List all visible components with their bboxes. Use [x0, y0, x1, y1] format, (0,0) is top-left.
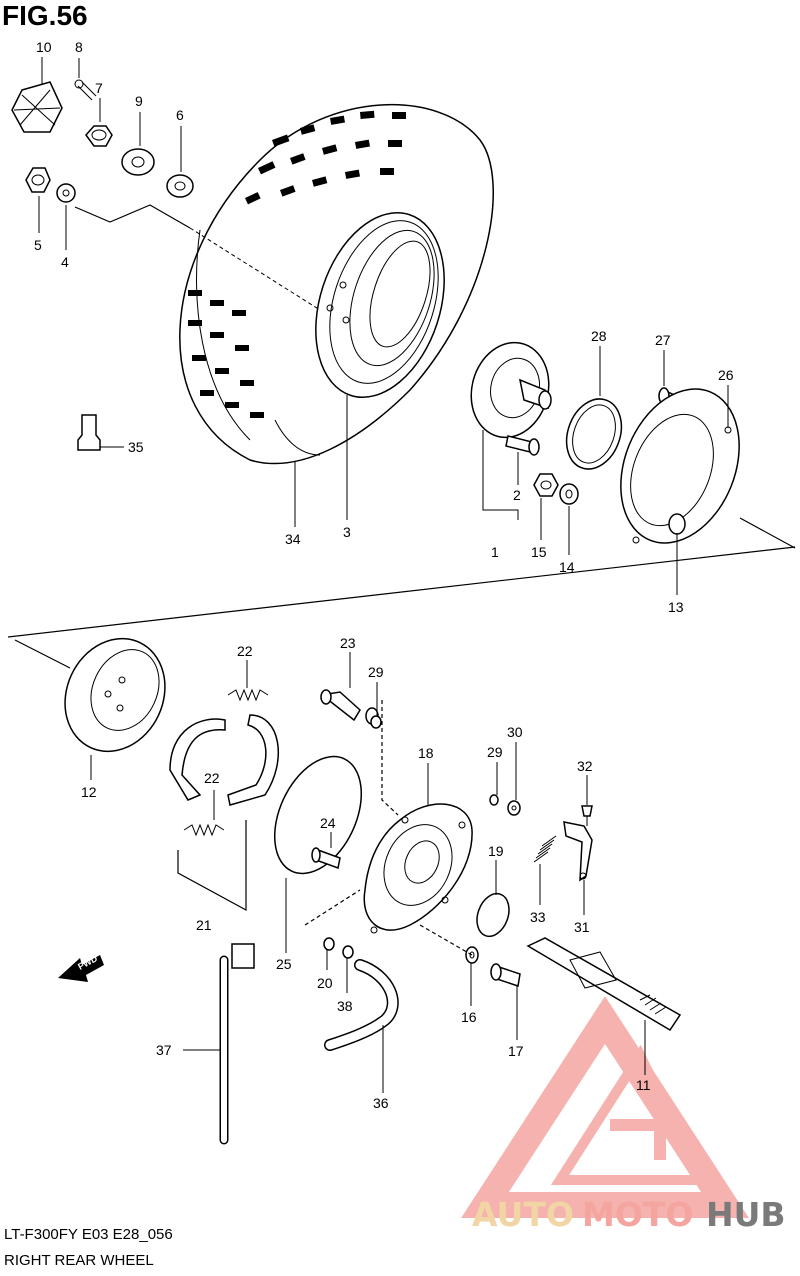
- brake-drum-12: [64, 637, 166, 753]
- callout-1: 1: [491, 544, 499, 560]
- washer-30: [507, 800, 521, 816]
- callout-16: 16: [461, 1009, 477, 1025]
- callout-19: 19: [488, 843, 504, 859]
- callout-26: 26: [718, 367, 734, 383]
- axis-line-cam: [381, 700, 399, 816]
- callout-10: 10: [36, 39, 52, 55]
- callout-11: 11: [636, 1077, 651, 1093]
- callout-25: 25: [276, 956, 292, 972]
- leader-lines: [38, 57, 729, 1093]
- callout-13: 13: [668, 599, 684, 615]
- callout-8: 8: [75, 39, 83, 55]
- callout-7: 7: [95, 80, 103, 96]
- callout-18: 18: [418, 745, 434, 761]
- spring-33: [533, 835, 557, 863]
- washer-4: [56, 183, 76, 203]
- watermark-word-moto: MOTO: [582, 1195, 693, 1234]
- callout-14: 14: [559, 559, 575, 575]
- callout-29-upper: 29: [368, 664, 384, 680]
- callout-36: 36: [373, 1095, 389, 1111]
- callout-38: 38: [337, 998, 353, 1014]
- callout-3: 3: [343, 524, 351, 540]
- callout-35: 35: [128, 439, 144, 455]
- callout-20: 20: [317, 975, 333, 991]
- spring-22-upper: [227, 688, 269, 702]
- axis-line-panel: [304, 889, 361, 926]
- callout-31: 31: [574, 919, 590, 935]
- nut-5: [25, 167, 51, 193]
- clamp-38: [342, 945, 354, 959]
- fwd-arrow-icon: [58, 955, 104, 982]
- nut-15: [533, 473, 559, 497]
- callout-33: 33: [530, 909, 546, 925]
- wheel-rim: [315, 212, 445, 398]
- callout-24: 24: [320, 815, 336, 831]
- valve-35: [77, 414, 101, 451]
- callout-5: 5: [34, 237, 42, 253]
- leader-21: [177, 820, 247, 912]
- wheel-cap-10: [11, 81, 63, 133]
- brake-drum-cover-26: [620, 388, 740, 544]
- o-ring-29-upper: [370, 715, 382, 729]
- callout-6: 6: [176, 107, 184, 123]
- callout-9: 9: [135, 93, 143, 109]
- callout-4: 4: [61, 254, 69, 270]
- brake-cam-23: [320, 689, 379, 725]
- wheel-hub: [470, 341, 552, 439]
- brake-arm-31: [563, 821, 593, 882]
- divider-leader-left: [14, 639, 71, 669]
- caption-model-code: LT-F300FY E03 E28_056: [4, 1226, 173, 1243]
- o-ring-29-lower: [489, 794, 499, 806]
- cable-tie-37: [219, 943, 255, 1145]
- figure-title: FIG.56: [2, 0, 88, 31]
- caption-section-name: RIGHT REAR WHEEL: [4, 1252, 154, 1269]
- washer-16: [465, 946, 479, 964]
- washer-6: [166, 174, 194, 198]
- watermark-logo: [461, 996, 749, 1218]
- axis-line-wheel: [189, 227, 321, 311]
- callout-22-lower: 22: [204, 770, 220, 786]
- grease-nipple-20: [323, 937, 335, 951]
- rear-axle-11: [526, 937, 682, 1032]
- watermark-word-auto: AUTO: [472, 1195, 574, 1234]
- spring-22-lower: [183, 823, 225, 837]
- o-ring-28: [565, 398, 623, 470]
- callout-37: 37: [156, 1042, 172, 1058]
- breather-hose-36: [324, 959, 399, 1051]
- brake-panel-18: [363, 803, 473, 934]
- callout-17: 17: [508, 1043, 524, 1059]
- callout-2: 2: [513, 487, 521, 503]
- callout-32: 32: [577, 758, 593, 774]
- watermark-word-hub: HUB: [706, 1195, 786, 1234]
- seal-ring-25: [273, 755, 363, 875]
- bolt-24: [311, 847, 341, 870]
- screw-32: [581, 805, 593, 826]
- washer-14: [559, 483, 579, 505]
- castle-nut-7: [85, 125, 113, 147]
- brake-shoes-21: [169, 714, 279, 806]
- hub-bolt-2: [505, 435, 540, 456]
- callout-34: 34: [285, 531, 301, 547]
- callout-22-upper: 22: [237, 643, 253, 659]
- callout-12: 12: [81, 784, 97, 800]
- callout-29-lower: 29: [487, 744, 503, 760]
- callout-27: 27: [655, 332, 671, 348]
- axis-line-bolt: [419, 924, 473, 956]
- callout-15: 15: [531, 544, 547, 560]
- callout-21: 21: [196, 917, 212, 933]
- leader-4-tire: [74, 204, 191, 229]
- washer-9: [121, 148, 155, 176]
- callout-labels: 10 8 7 9 6 5 4 35 34 3 28 27 26 2 1 15 1…: [34, 39, 734, 1111]
- callout-23: 23: [340, 635, 356, 651]
- callout-28: 28: [591, 328, 607, 344]
- cotter-pin-8: [74, 79, 97, 101]
- bolt-17: [490, 963, 521, 987]
- plug-19: [476, 892, 510, 938]
- section-divider: [7, 546, 796, 638]
- callout-30: 30: [507, 724, 523, 740]
- divider-leader-right: [739, 517, 796, 549]
